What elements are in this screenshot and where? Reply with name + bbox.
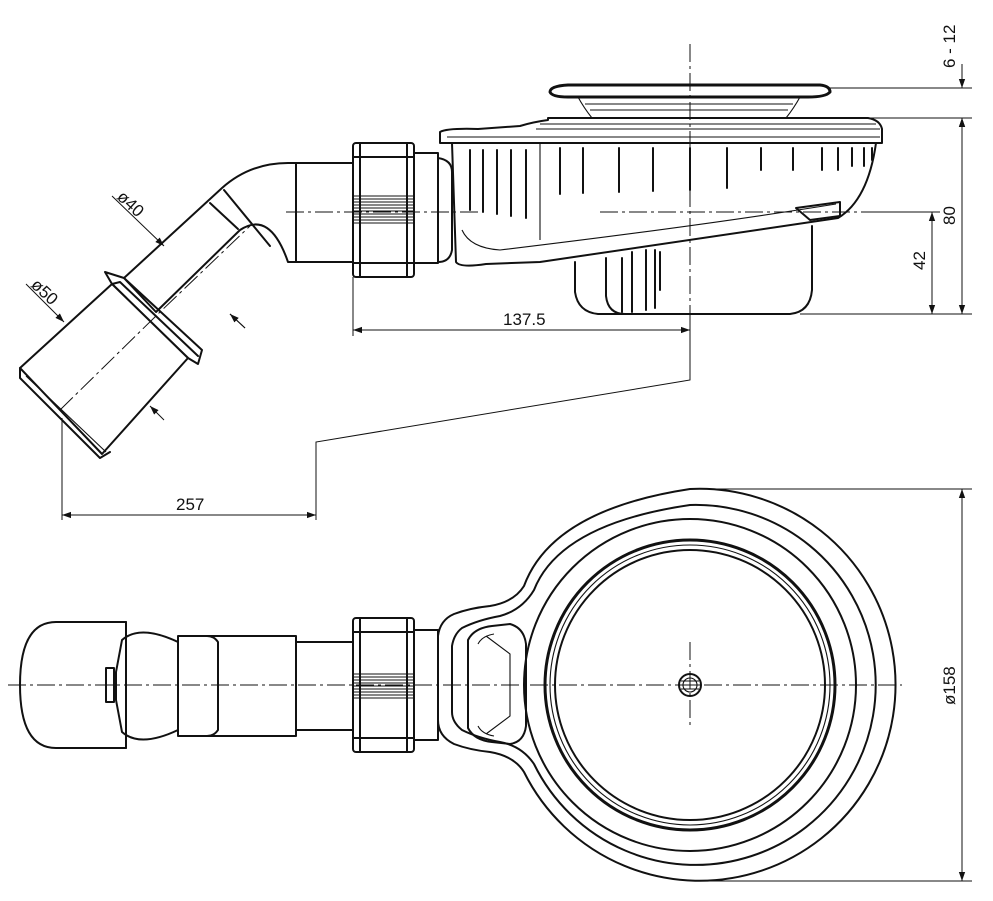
plan-view: ø158	[8, 487, 972, 882]
dim-offset-137-5: 137.5	[352, 277, 690, 336]
dim-gap-6-12: 6 - 12	[800, 25, 972, 140]
nut-thread	[353, 195, 414, 224]
body-ribs	[469, 147, 873, 219]
drain-flange	[439, 117, 883, 144]
angled-pipe	[19, 162, 480, 459]
label-length-257: 257	[176, 495, 204, 514]
grate-cap	[548, 83, 832, 119]
label-offset-137-5: 137.5	[503, 310, 546, 329]
outlet-nut	[352, 142, 453, 278]
trap-pot	[574, 225, 813, 315]
label-height-42: 42	[910, 251, 929, 270]
label-diameter-158: ø158	[940, 666, 959, 705]
side-view: 6 - 12 80 42 137.5 257	[19, 25, 972, 520]
drain-body	[451, 142, 877, 267]
dim-diameter-158: ø158	[690, 488, 972, 882]
label-pipe-d50: ø50	[27, 275, 61, 309]
dim-height-80: 80	[800, 118, 972, 315]
outlet-pocket	[467, 623, 527, 745]
dim-length-257: 257	[61, 318, 691, 520]
label-height-80: 80	[940, 206, 959, 225]
label-pipe-d40: ø40	[113, 187, 147, 221]
dim-height-42: 42	[868, 211, 940, 314]
label-gap-6-12: 6 - 12	[940, 25, 959, 68]
